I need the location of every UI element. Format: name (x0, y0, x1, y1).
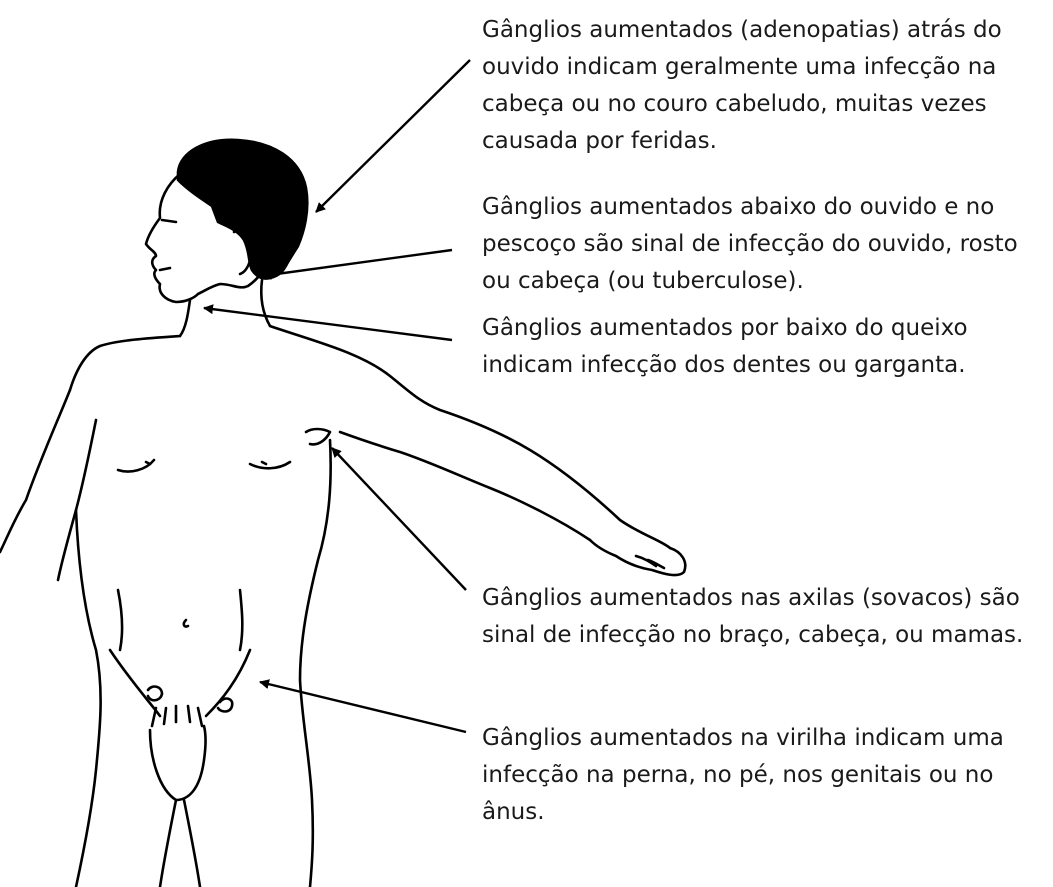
jaw (196, 270, 264, 296)
leg-inner-right (182, 798, 202, 887)
hand (588, 538, 687, 577)
left-arm-inner (56, 418, 98, 582)
arrow-under-chin (203, 304, 453, 342)
chest-right (248, 460, 292, 470)
mouth (158, 266, 172, 272)
groin-right (204, 648, 252, 718)
groin-node-left (146, 685, 164, 702)
abdomen-left (116, 588, 124, 652)
leg-inner-left (158, 798, 178, 887)
left-arm-outer (0, 388, 72, 554)
torso-left (74, 508, 102, 887)
shoulder-left (68, 334, 182, 392)
torso-right (298, 438, 332, 887)
arrow-below-ear (261, 248, 453, 280)
pubic-hair (150, 704, 204, 728)
shoulder-right-arm-top (268, 324, 672, 550)
eye (160, 218, 178, 224)
arrow-armpit (331, 447, 467, 591)
genitals (148, 724, 207, 802)
groin-left (108, 648, 162, 718)
annotation-below-ear-neck: Gânglios aumentados abaixo do ouvido e n… (482, 194, 1018, 294)
annotation-armpits: Gânglios aumentados nas axilas (sovacos)… (482, 585, 1024, 648)
annotation-under-chin: Gânglios aumentados por baixo do queixo … (482, 315, 968, 378)
annotation-behind-ear: Gânglios aumentados (adenopatias) atrás … (482, 17, 1002, 154)
groin-node-right (216, 697, 234, 713)
arrow-behind-ear (315, 59, 471, 213)
chest-left (116, 458, 156, 473)
human-figure (0, 138, 687, 887)
nipple-right (260, 460, 268, 466)
hair (176, 138, 309, 280)
navel (182, 618, 190, 628)
pointer-arrows (203, 59, 471, 734)
neck-left (178, 298, 192, 338)
annotation-groin: Gânglios aumentados na virilha indicam u… (482, 725, 1004, 825)
face-profile (144, 172, 200, 304)
abdomen-right (238, 588, 244, 652)
neck-right (259, 278, 272, 328)
ear (232, 229, 254, 276)
nipple-left (144, 460, 152, 466)
hand-fingers (634, 554, 666, 570)
armpit (304, 427, 332, 446)
arm-underside (338, 430, 592, 542)
arrow-groin (259, 679, 467, 734)
